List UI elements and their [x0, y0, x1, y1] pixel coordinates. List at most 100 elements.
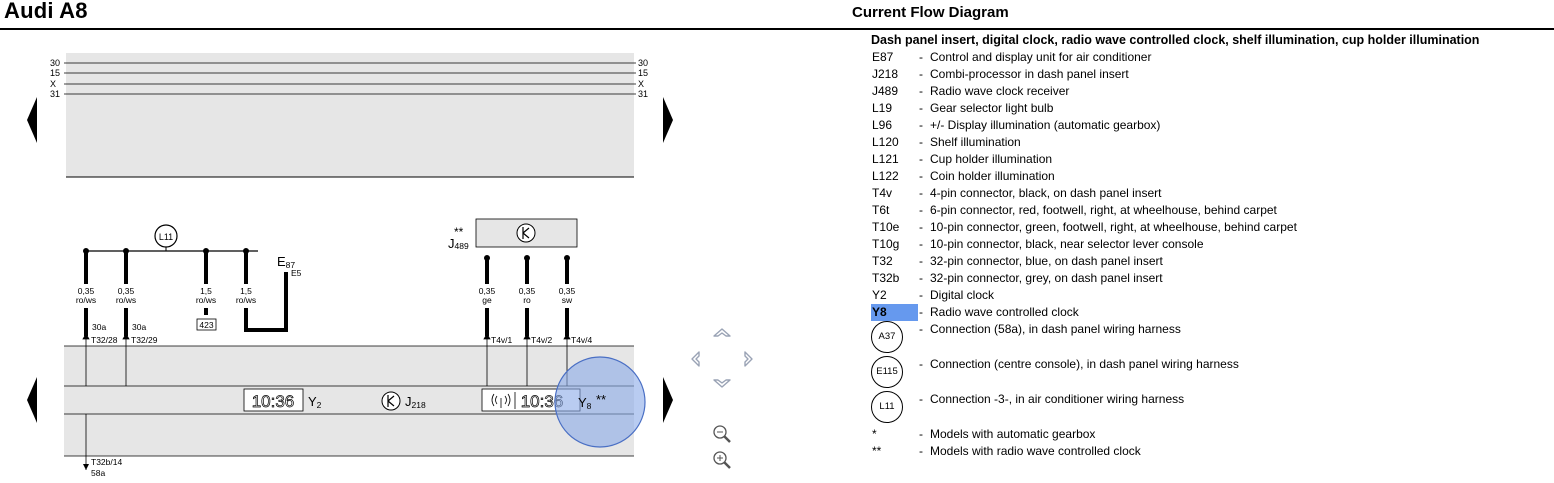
highlight-circle: [554, 356, 646, 448]
y8-display: 10:36: [521, 392, 564, 411]
legend-code: L121: [872, 152, 899, 166]
connection-l11-label: L11: [159, 232, 173, 242]
note-item: **-Models with radio wave controlled clo…: [872, 444, 1141, 458]
pin-label: T4v/2: [531, 335, 553, 345]
legend-heading: Dash panel insert, digital clock, radio …: [871, 33, 1480, 47]
y8-subscript: 8: [587, 401, 592, 411]
combi-processor-icon: [381, 391, 401, 411]
legend-item[interactable]: T6t-6-pin connector, red, footwell, righ…: [872, 203, 1277, 217]
legend-code: E87: [872, 50, 894, 64]
legend-desc: 4-pin connector, black, on dash panel in…: [930, 186, 1162, 200]
rail-label: 15: [50, 68, 60, 78]
legend-desc: 10-pin connector, black, near selector l…: [930, 237, 1204, 251]
clock-receiver-icon: [516, 223, 536, 243]
legend-desc: Gear selector light bulb: [930, 101, 1054, 115]
terminal-label: 30a: [92, 322, 106, 332]
wire-color: ro: [523, 295, 531, 305]
legend-desc: Connection (58a), in dash panel wiring h…: [930, 322, 1181, 336]
legend-code: L96: [872, 118, 893, 132]
connection-item[interactable]: L11-Connection -3-, in air conditioner w…: [871, 391, 1551, 426]
svg-text:Y2: Y2: [308, 394, 322, 410]
y2-subscript: 2: [317, 400, 322, 410]
terminal-label: 30a: [132, 322, 146, 332]
rail-label: 31: [638, 89, 648, 99]
legend-item-selected[interactable]: Y8-Radio wave controlled clock: [871, 304, 1079, 321]
legend-code: L120: [872, 135, 899, 149]
viewer-controls: [691, 328, 753, 469]
j218-label: J: [405, 394, 412, 409]
legend-desc: +/- Display illumination (automatic gear…: [930, 118, 1161, 132]
svg-text:J489: J489: [448, 236, 469, 251]
legend-item[interactable]: L120-Shelf illumination: [872, 135, 1021, 149]
legend-item[interactable]: L122-Coin holder illumination: [872, 169, 1055, 183]
rail-label: 15: [638, 68, 648, 78]
zoom-in-icon[interactable]: [713, 451, 731, 469]
legend-item[interactable]: L96-+/- Display illumination (automatic …: [872, 118, 1161, 132]
wire-color: ro/ws: [116, 295, 136, 305]
legend-code: Y2: [872, 288, 887, 302]
legend-item[interactable]: Y2-Digital clock: [872, 288, 995, 302]
legend-desc: Shelf illumination: [930, 135, 1021, 149]
e87-subscript: 87: [286, 260, 296, 270]
prev-page-bottom-arrow[interactable]: [27, 377, 37, 423]
pan-down-icon[interactable]: [713, 379, 731, 388]
wire-size: 0,35: [118, 286, 135, 296]
legend-desc: Connection -3-, in air conditioner wirin…: [930, 392, 1185, 406]
legend-item[interactable]: J489-Radio wave clock receiver: [872, 84, 1070, 98]
wiring-diagram: 30 15 X 31 30 15 X 31 L11 0,35 ro/ws 0,3…: [27, 53, 673, 478]
legend-code: T32: [872, 254, 893, 268]
connection-circle: E115: [871, 356, 903, 388]
zoom-out-icon[interactable]: [713, 425, 731, 443]
wire-color: ro/ws: [196, 295, 216, 305]
antenna-icon: [491, 392, 516, 409]
legend-item[interactable]: L121-Cup holder illumination: [872, 152, 1053, 166]
pin-label: T32/28: [91, 335, 118, 345]
terminal-label: 58a: [91, 468, 105, 478]
legend-code: L122: [872, 169, 899, 183]
connection-item[interactable]: A37-Connection (58a), in dash panel wiri…: [871, 321, 1551, 356]
next-page-top-arrow[interactable]: [663, 97, 673, 143]
legend-item[interactable]: T4v-4-pin connector, black, on dash pane…: [872, 186, 1162, 200]
legend-desc: Digital clock: [930, 288, 995, 302]
legend-item[interactable]: T32b-32-pin connector, grey, on dash pan…: [872, 271, 1163, 285]
top-panel: [66, 53, 634, 177]
rail-labels-right: 30 15 X 31: [638, 58, 648, 99]
connection-circle: A37: [871, 321, 903, 353]
legend-desc: Coin holder illumination: [930, 169, 1055, 183]
legend-item[interactable]: T10e-10-pin connector, green, footwell, …: [872, 220, 1297, 234]
wire-size: 0,35: [519, 286, 536, 296]
j489-label: J: [448, 236, 455, 251]
legend-item[interactable]: T32-32-pin connector, blue, on dash pane…: [872, 254, 1163, 268]
legend-code: T4v: [872, 186, 893, 200]
legend-item[interactable]: L19-Gear selector light bulb: [872, 101, 1054, 115]
legend-code: L19: [872, 101, 893, 115]
svg-text:Y8: Y8: [578, 395, 592, 411]
legend-desc: 32-pin connector, blue, on dash panel in…: [930, 254, 1163, 268]
rail-labels-left: 30 15 X 31: [50, 58, 60, 99]
legend-code: T6t: [872, 203, 890, 217]
next-page-bottom-arrow[interactable]: [663, 377, 673, 423]
legend-code: T32b: [872, 271, 900, 285]
legend-item[interactable]: T10g-10-pin connector, black, near selec…: [872, 237, 1204, 251]
legend-item[interactable]: J218-Combi-processor in dash panel inser…: [872, 67, 1129, 81]
wire-color: ge: [482, 295, 492, 305]
rail-label: 30: [638, 58, 648, 68]
pan-right-icon[interactable]: [744, 351, 753, 367]
e87-pin: E5: [291, 268, 302, 278]
pan-up-icon[interactable]: [713, 328, 731, 337]
header-rule: [0, 28, 1554, 30]
connection-l11: [154, 224, 178, 248]
wire-size: 1,5: [200, 286, 212, 296]
legend-code: T10e: [872, 220, 900, 234]
pin-label: T32/29: [131, 335, 158, 345]
legend-desc: 32-pin connector, grey, on dash panel in…: [930, 271, 1163, 285]
wire-color: ro/ws: [76, 295, 96, 305]
prev-page-top-arrow[interactable]: [27, 97, 37, 143]
legend-item[interactable]: E87-Control and display unit for air con…: [872, 50, 1152, 64]
y8-label: Y: [578, 395, 587, 410]
connection-item[interactable]: E115-Connection (centre console), in das…: [871, 356, 1551, 391]
svg-text:J218: J218: [405, 394, 426, 410]
pan-left-icon[interactable]: [691, 351, 700, 367]
rail-label: 31: [50, 89, 60, 99]
brand-title: Audi A8: [4, 0, 88, 23]
